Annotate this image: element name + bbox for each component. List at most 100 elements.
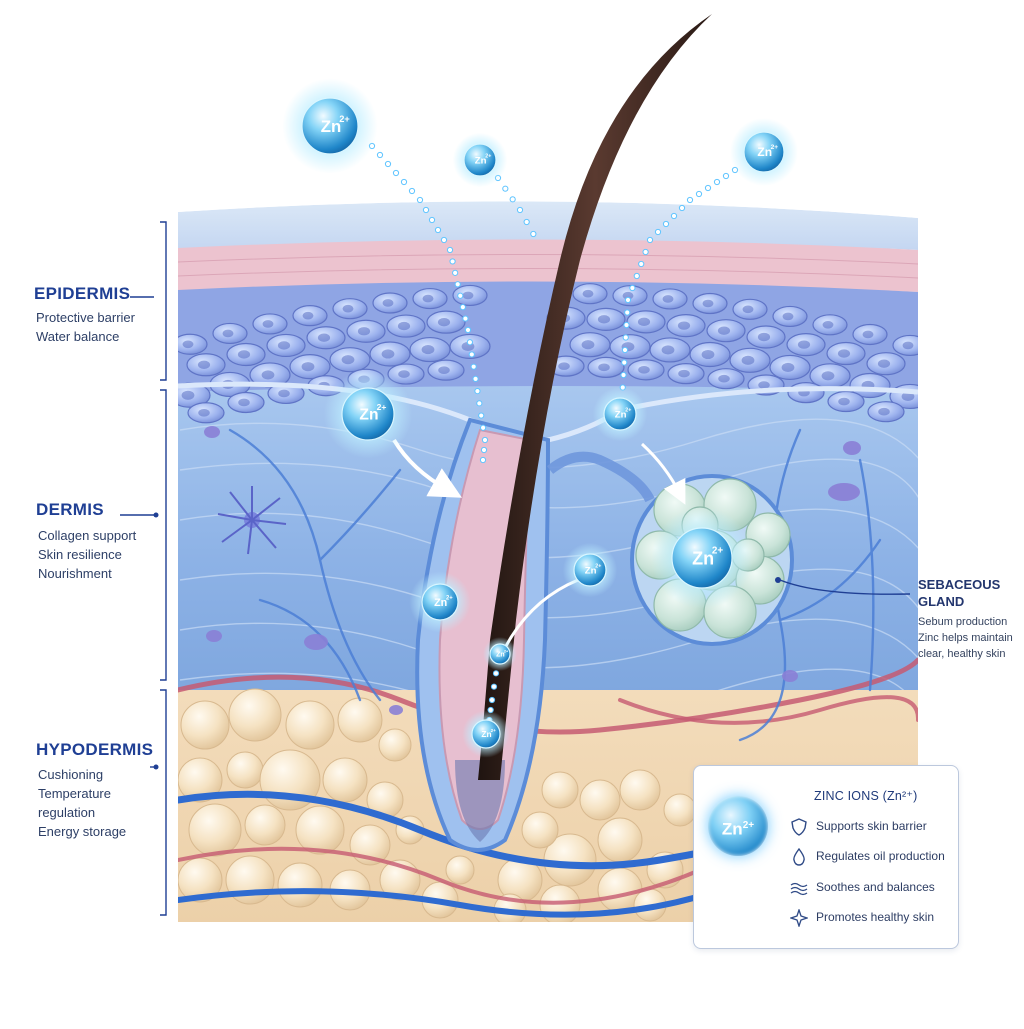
zinc-ion: Zn2+	[730, 118, 798, 186]
zinc-ion: Zn2+	[563, 543, 617, 597]
hypodermis-line: Temperature	[38, 784, 126, 803]
zinc-ion: Zn2+	[593, 387, 647, 441]
ion-path-dot	[625, 297, 630, 302]
ion-path-dot	[393, 170, 398, 175]
ion-path-dot	[385, 161, 390, 166]
ion-path-dot	[643, 249, 648, 254]
fat-cell	[542, 772, 578, 808]
legend-ion-symbol: Zn	[722, 820, 743, 839]
epidermis-description: Protective barrier Water balance	[36, 308, 135, 346]
ion-path-dot	[634, 273, 639, 278]
epidermis-line: Protective barrier	[36, 308, 135, 327]
ion-path-dot	[481, 447, 486, 452]
fat-cell	[286, 701, 334, 749]
ion-path-dot	[435, 227, 440, 232]
zinc-ion: Zn2+	[409, 571, 470, 632]
ion-path-dot	[453, 270, 458, 275]
ion-charge: 2+	[771, 144, 779, 151]
ion-path-dot	[625, 310, 630, 315]
sebaceous-line: clear, healthy skin	[918, 646, 1013, 662]
ion-path-dot	[463, 316, 468, 321]
epidermis-line: Water balance	[36, 327, 135, 346]
ion-path-dot	[489, 697, 494, 702]
waves-icon	[790, 879, 808, 897]
zinc-ion: Zn2+	[651, 507, 753, 609]
ion-path-dot	[624, 322, 629, 327]
fat-cell	[522, 812, 558, 848]
ion-path-dot	[655, 229, 660, 234]
ion-path-dot	[517, 207, 522, 212]
fat-cell	[338, 698, 382, 742]
dermis-description: Collagen support Skin resilience Nourish…	[38, 526, 136, 583]
shield-icon	[790, 818, 808, 836]
ion-charge: 2+	[339, 114, 350, 124]
sebaceous-line: Zinc helps maintain	[918, 630, 1013, 646]
legend-zinc-ion-icon: Zn2+	[708, 796, 768, 856]
ion-path-dot	[647, 237, 652, 242]
ion-path-dot	[623, 335, 628, 340]
ion-path-dot	[401, 179, 406, 184]
ion-path-dot	[493, 671, 498, 676]
droplet-icon	[790, 848, 808, 866]
zinc-legend: Zn2+ ZINC IONS (Zn²⁺) Supports skin barr…	[693, 765, 959, 949]
sebaceous-description: Sebum production Zinc helps maintain cle…	[918, 614, 1013, 662]
dermis-line: Collagen support	[38, 526, 136, 545]
ion-path-dot	[460, 305, 465, 310]
legend-item: Promotes healthy skin	[790, 909, 950, 929]
ion-symbol: Zn	[321, 117, 342, 136]
ion-path-dot	[714, 179, 719, 184]
ion-path-dot	[475, 389, 480, 394]
sparkle-icon	[790, 909, 808, 927]
ion-path-dot	[417, 197, 422, 202]
ion-path-dot	[447, 247, 452, 252]
ion-path-dot	[479, 413, 484, 418]
legend-item-label: Soothes and balances	[816, 880, 935, 894]
sebaceous-title-line: GLAND	[918, 593, 1000, 610]
epidermis-title: EPIDERMIS	[34, 284, 130, 304]
ion-path-dot	[455, 282, 460, 287]
ion-charge: 2+	[446, 595, 453, 601]
fat-cell	[620, 770, 660, 810]
ion-path-dot	[687, 197, 692, 202]
ion-path-dot	[473, 376, 478, 381]
ion-symbol: Zn	[692, 548, 714, 568]
fat-cell	[580, 780, 620, 820]
zinc-ion: Zn2+	[453, 133, 507, 187]
fat-cell	[245, 805, 285, 845]
ion-path-dot	[423, 207, 428, 212]
ion-charge: 2+	[504, 649, 509, 653]
ion-path-dot	[696, 191, 701, 196]
ion-path-dot	[622, 360, 627, 365]
ion-path-dot	[491, 684, 496, 689]
ion-path-dot	[429, 217, 434, 222]
fat-cell	[664, 794, 696, 826]
legend-item: Regulates oil production	[790, 848, 950, 868]
ion-charge: 2+	[485, 154, 491, 160]
ion-charge: 2+	[712, 546, 723, 557]
zinc-ion: Zn2+	[324, 370, 412, 458]
ion-path-dot	[467, 340, 472, 345]
fat-cell	[181, 701, 229, 749]
hypodermis-line: regulation	[38, 803, 126, 822]
ion-path-dot	[621, 372, 626, 377]
ion-charge: 2+	[625, 408, 631, 414]
ion-charge: 2+	[377, 402, 387, 412]
fat-cell	[446, 856, 474, 884]
fat-cell	[540, 885, 580, 925]
fat-cell	[598, 818, 642, 862]
ion-path-dot	[671, 213, 676, 218]
hypodermis-line: Cushioning	[38, 765, 126, 784]
ion-path-dot	[503, 186, 508, 191]
ion-path-dot	[477, 401, 482, 406]
fat-cell	[189, 804, 241, 856]
ion-path-dot	[471, 364, 476, 369]
legend-item-label: Regulates oil production	[816, 849, 945, 863]
sebaceous-title-line: SEBACEOUS	[918, 576, 1000, 593]
ion-charge: 2+	[595, 564, 601, 570]
legend-item: Soothes and balances	[790, 879, 950, 899]
legend-title: ZINC IONS (Zn²⁺)	[814, 788, 918, 803]
fat-cell	[229, 689, 281, 741]
legend-item: Supports skin barrier	[790, 818, 950, 838]
